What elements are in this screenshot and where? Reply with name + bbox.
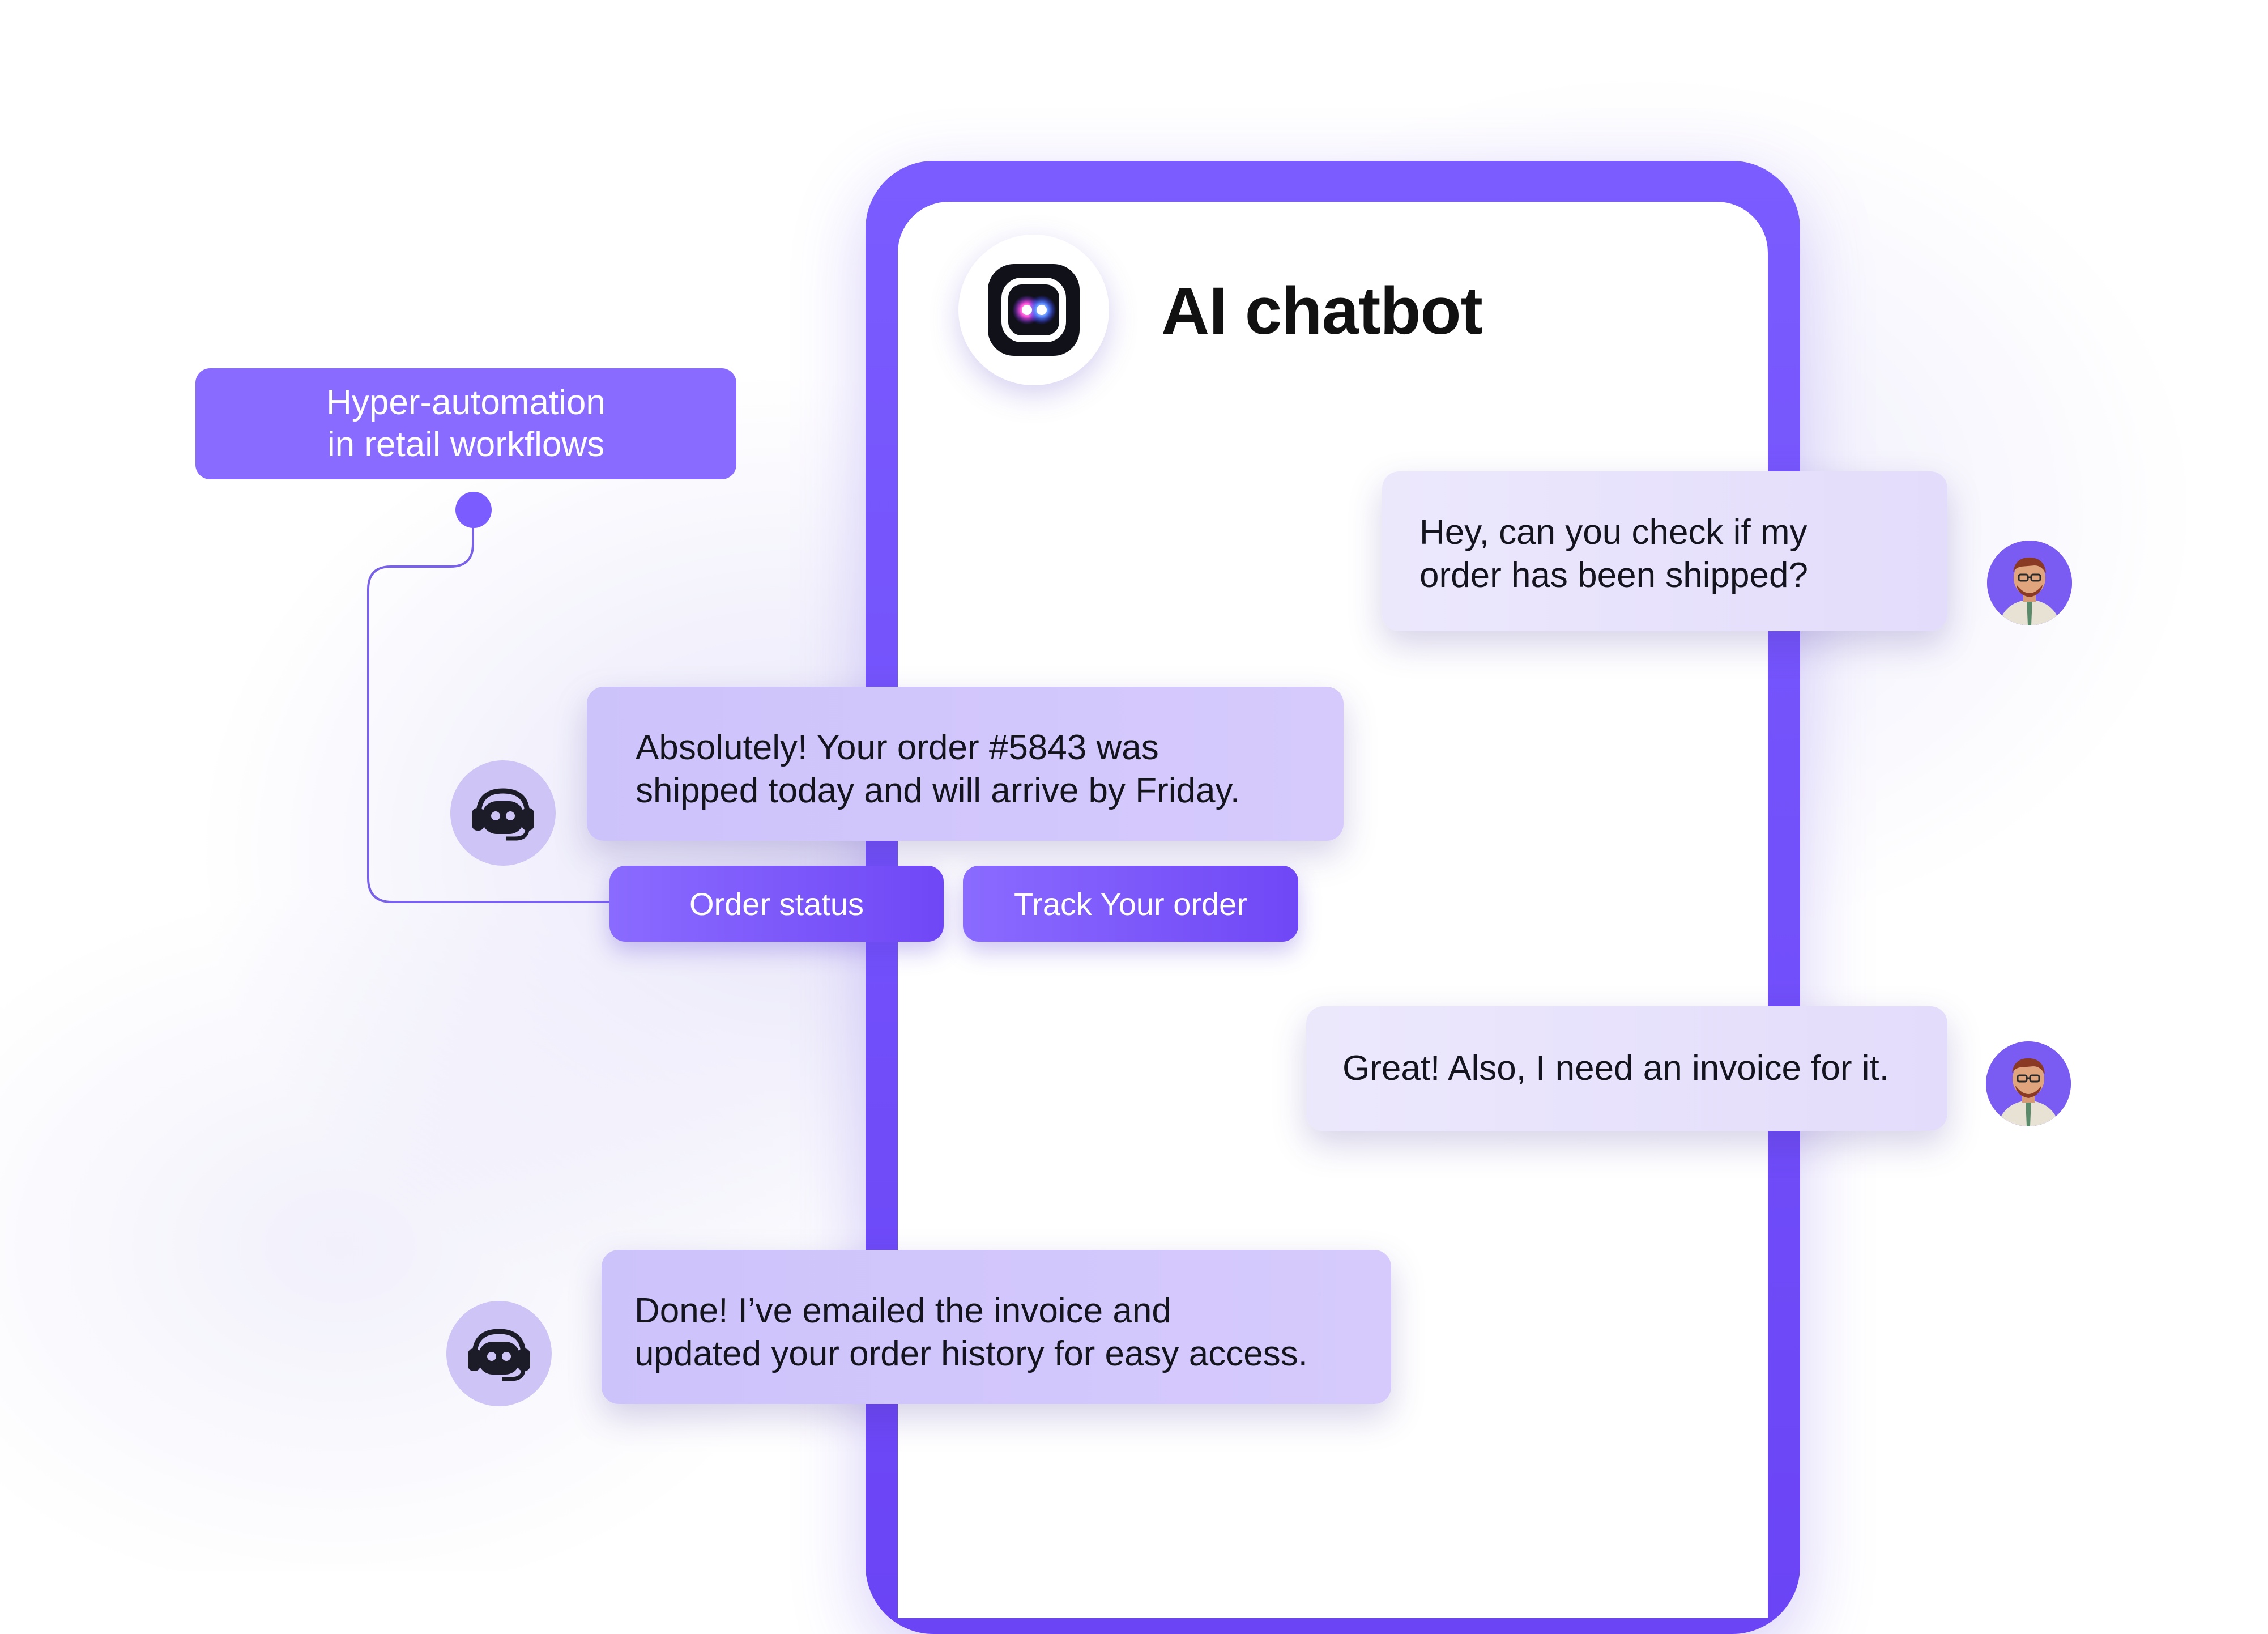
- message-text: order has been shipped?: [1419, 555, 1808, 595]
- message-text: updated your order history for easy acce…: [634, 1334, 1308, 1373]
- track-order-button[interactable]: Track Your order: [963, 866, 1298, 942]
- message-text: shipped today and will arrive by Friday.: [636, 771, 1240, 810]
- user-message-bubble: Hey, can you check if my order has been …: [1382, 471, 1947, 631]
- user-avatar: [1987, 541, 2072, 625]
- page-title: AI chatbot: [1161, 274, 1483, 348]
- connector-line: [367, 492, 612, 903]
- message-text: Done! I’ve emailed the invoice and: [634, 1291, 1171, 1330]
- feature-label: Hyper-automation in retail workflows: [195, 368, 736, 479]
- bot-headset-icon: [472, 788, 534, 841]
- user-avatar-icon: [1986, 1041, 2071, 1126]
- user-message-bubble: Great! Also, I need an invoice for it.: [1306, 1006, 1947, 1131]
- user-avatar: [1986, 1041, 2071, 1126]
- bot-avatar: [446, 1301, 552, 1406]
- message-text: Hey, can you check if my: [1419, 513, 1807, 552]
- chatbot-logo-icon: [988, 264, 1080, 356]
- bot-message-bubble: Absolutely! Your order #5843 was shipped…: [587, 687, 1344, 841]
- order-status-button[interactable]: Order status: [609, 866, 944, 942]
- bot-avatar: [450, 760, 556, 866]
- bot-headset-icon: [468, 1329, 530, 1381]
- feature-label-line-2: in retail workflows: [327, 425, 605, 464]
- bot-message-bubble: Done! I’ve emailed the invoice and updat…: [602, 1250, 1391, 1404]
- connector-dot: [455, 492, 492, 528]
- user-avatar-icon: [1987, 541, 2072, 625]
- message-text: Absolutely! Your order #5843 was: [636, 728, 1159, 767]
- chatbot-logo: [958, 235, 1109, 385]
- feature-label-line-1: Hyper-automation: [326, 382, 606, 422]
- message-text: Great! Also, I need an invoice for it.: [1342, 1049, 1889, 1088]
